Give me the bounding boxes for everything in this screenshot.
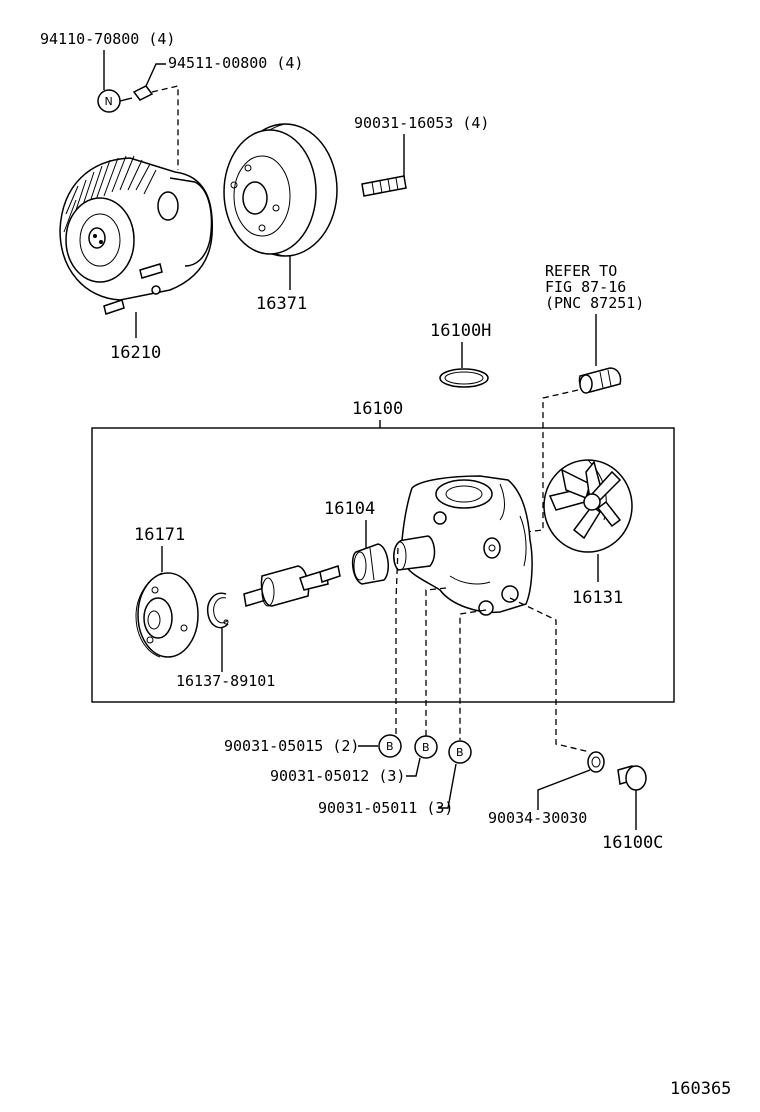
label-16171: 16171	[134, 525, 185, 545]
o-ring-16100H: 16100H	[430, 321, 491, 388]
marker-b-3: B	[456, 746, 464, 759]
drain-plug-16100C: 16100C	[602, 765, 663, 853]
refer-line-3: (PNC 87251)	[545, 294, 644, 312]
leader-94110: 94110-70800 (4) N	[40, 30, 175, 113]
fan-clutch-16210	[59, 155, 214, 315]
label-16100: 16100	[352, 399, 403, 419]
label-16100H: 16100H	[430, 321, 491, 341]
marker-b-2-circle	[414, 735, 438, 759]
label-90031-05011: 90031-05011 (3)	[318, 799, 453, 817]
figure-number: 160365	[670, 1079, 731, 1099]
shaft-bearing	[243, 565, 341, 607]
leader-16210: 16210	[110, 312, 161, 363]
label-90031-16053: 90031-16053 (4)	[354, 114, 489, 132]
marker-n: N	[105, 95, 113, 108]
impeller-16131: 16131	[543, 459, 633, 608]
assembly-16100: 16100	[91, 399, 675, 703]
label-16371: 16371	[256, 294, 307, 314]
marker-b-3-circle	[448, 740, 472, 764]
refer-note: REFER TO FIG 87-16 (PNC 87251)	[545, 262, 644, 366]
snap-ring-16137: 16137-89101	[176, 592, 275, 690]
label-16100C: 16100C	[602, 833, 663, 853]
bolt-90031-05015: 90031-05015 (2) B	[224, 547, 402, 758]
pump-body	[392, 475, 533, 616]
pulley-16371: 16371	[223, 123, 338, 314]
label-16137-89101: 16137-89101	[176, 672, 275, 690]
refer-line-1: REFER TO	[545, 262, 617, 280]
assembly-frame	[91, 427, 675, 703]
washer-94511: 94511-00800 (4)	[132, 54, 303, 170]
label-16131: 16131	[572, 588, 623, 608]
label-16104: 16104	[324, 499, 375, 519]
label-94110-70800: 94110-70800 (4)	[40, 30, 175, 48]
label-94511-00800: 94511-00800 (4)	[168, 54, 303, 72]
gasket-90034: 90034-30030	[488, 597, 605, 827]
bolt-90031-05011: 90031-05011 (3) B	[318, 609, 487, 817]
flange-16171: 16171	[134, 525, 199, 658]
refer-line-2: FIG 87-16	[545, 278, 626, 296]
label-90031-05012: 90031-05012 (3)	[270, 767, 405, 785]
label-16210: 16210	[110, 343, 161, 363]
marker-b-1: B	[386, 740, 394, 753]
stud-90031-16053: 90031-16053 (4)	[354, 114, 489, 197]
marker-b-1-circle	[378, 734, 402, 758]
seal-16104: 16104	[324, 499, 390, 585]
bolt-90031-05012: 90031-05012 (3) B	[270, 587, 447, 785]
marker-b-2: B	[422, 741, 430, 754]
label-90034-30030: 90034-30030	[488, 809, 587, 827]
label-90031-05015: 90031-05015 (2)	[224, 737, 359, 755]
